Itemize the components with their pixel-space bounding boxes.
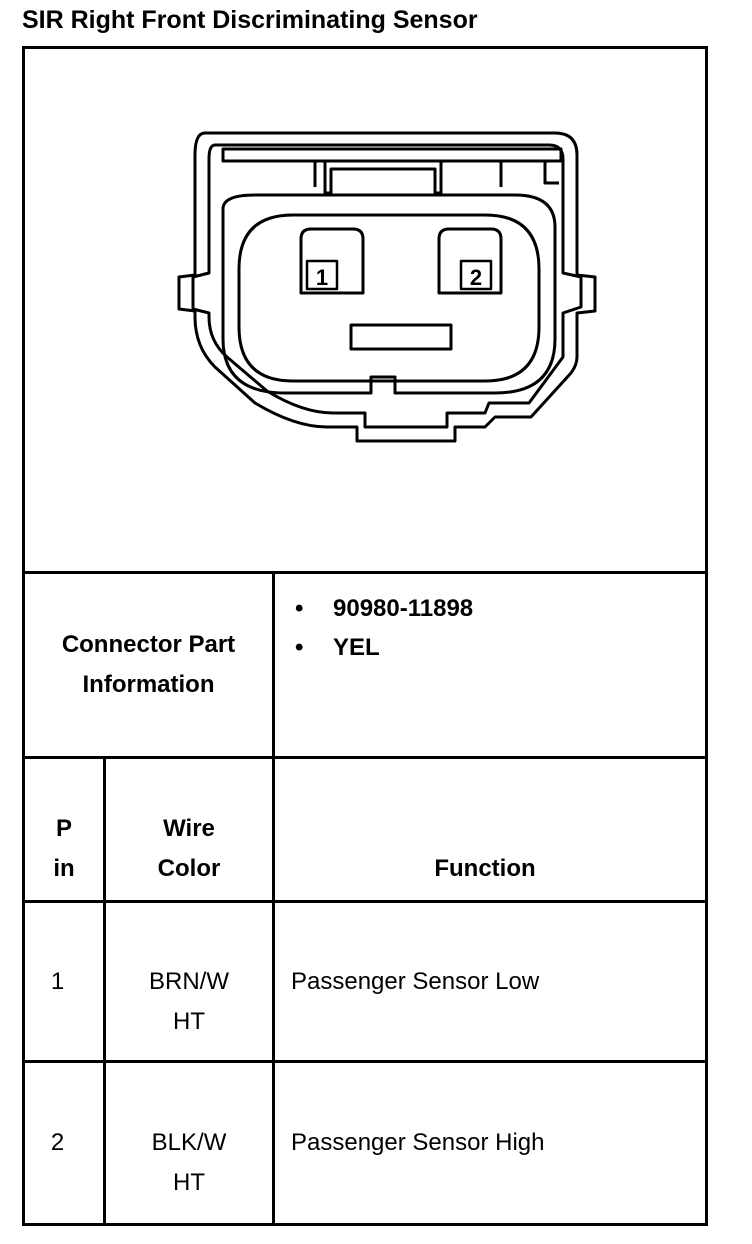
terminal-2-cavity: [437, 227, 503, 295]
part-number: 90980-11898: [295, 589, 473, 628]
terminal-1-label: 1: [316, 265, 328, 290]
header-function: Function: [434, 855, 536, 882]
row-1-wire-line1: BRN/W: [149, 968, 229, 995]
part-info-list: 90980-11898 YEL: [295, 589, 473, 667]
divider-diagram: [25, 571, 705, 574]
divider-col-pin: [103, 756, 106, 1223]
row-1-wire-line2: HT: [173, 1008, 205, 1035]
part-info-label-line2: Information: [82, 671, 215, 698]
row-1-pin: 1: [50, 968, 65, 995]
header-wire-color: Wire Color: [106, 809, 272, 889]
page-title: SIR Right Front Discriminating Sensor: [22, 6, 478, 34]
row-1-wire-color: BRN/W HT: [106, 962, 272, 1042]
header-pin: P in: [25, 809, 103, 889]
divider-header: [25, 900, 705, 903]
pin-cavity: [237, 213, 541, 383]
terminal-1-cavity: [299, 227, 365, 295]
row-2-wire-color: BLK/W HT: [106, 1123, 272, 1203]
connector-color: YEL: [295, 628, 473, 667]
row-2-function: Passenger Sensor High: [291, 1129, 545, 1156]
part-info-label-line1: Connector Part: [61, 631, 236, 658]
divider-part-info: [25, 756, 705, 759]
terminal-1-box: [305, 259, 339, 291]
connector-sheet: 1 2 Connector Part Information 90980-118…: [22, 46, 708, 1226]
terminal-2-box: [459, 259, 493, 291]
connector-outer-shell: [177, 131, 597, 443]
row-1-function: Passenger Sensor Low: [291, 968, 540, 995]
header-pin-line1: P: [55, 815, 72, 842]
connector-face-diagram: 1 2: [177, 131, 597, 443]
keying-slot: [349, 323, 453, 351]
header-wire-line2: Color: [157, 855, 221, 882]
row-2-wire-line1: BLK/W: [151, 1129, 227, 1156]
top-latch-rib: [323, 161, 443, 195]
connector-inner-shell: [191, 143, 583, 429]
divider-row-1: [25, 1060, 705, 1063]
header-pin-line2: in: [53, 855, 75, 882]
row-2-pin: 2: [50, 1129, 65, 1156]
terminal-2-label: 2: [470, 265, 482, 290]
top-latch-rail: [221, 147, 563, 163]
part-info-label: Connector Part Information: [25, 625, 272, 705]
divider-col-label: [272, 571, 275, 1223]
header-wire-line1: Wire: [163, 815, 215, 842]
row-2-wire-line2: HT: [173, 1169, 205, 1196]
